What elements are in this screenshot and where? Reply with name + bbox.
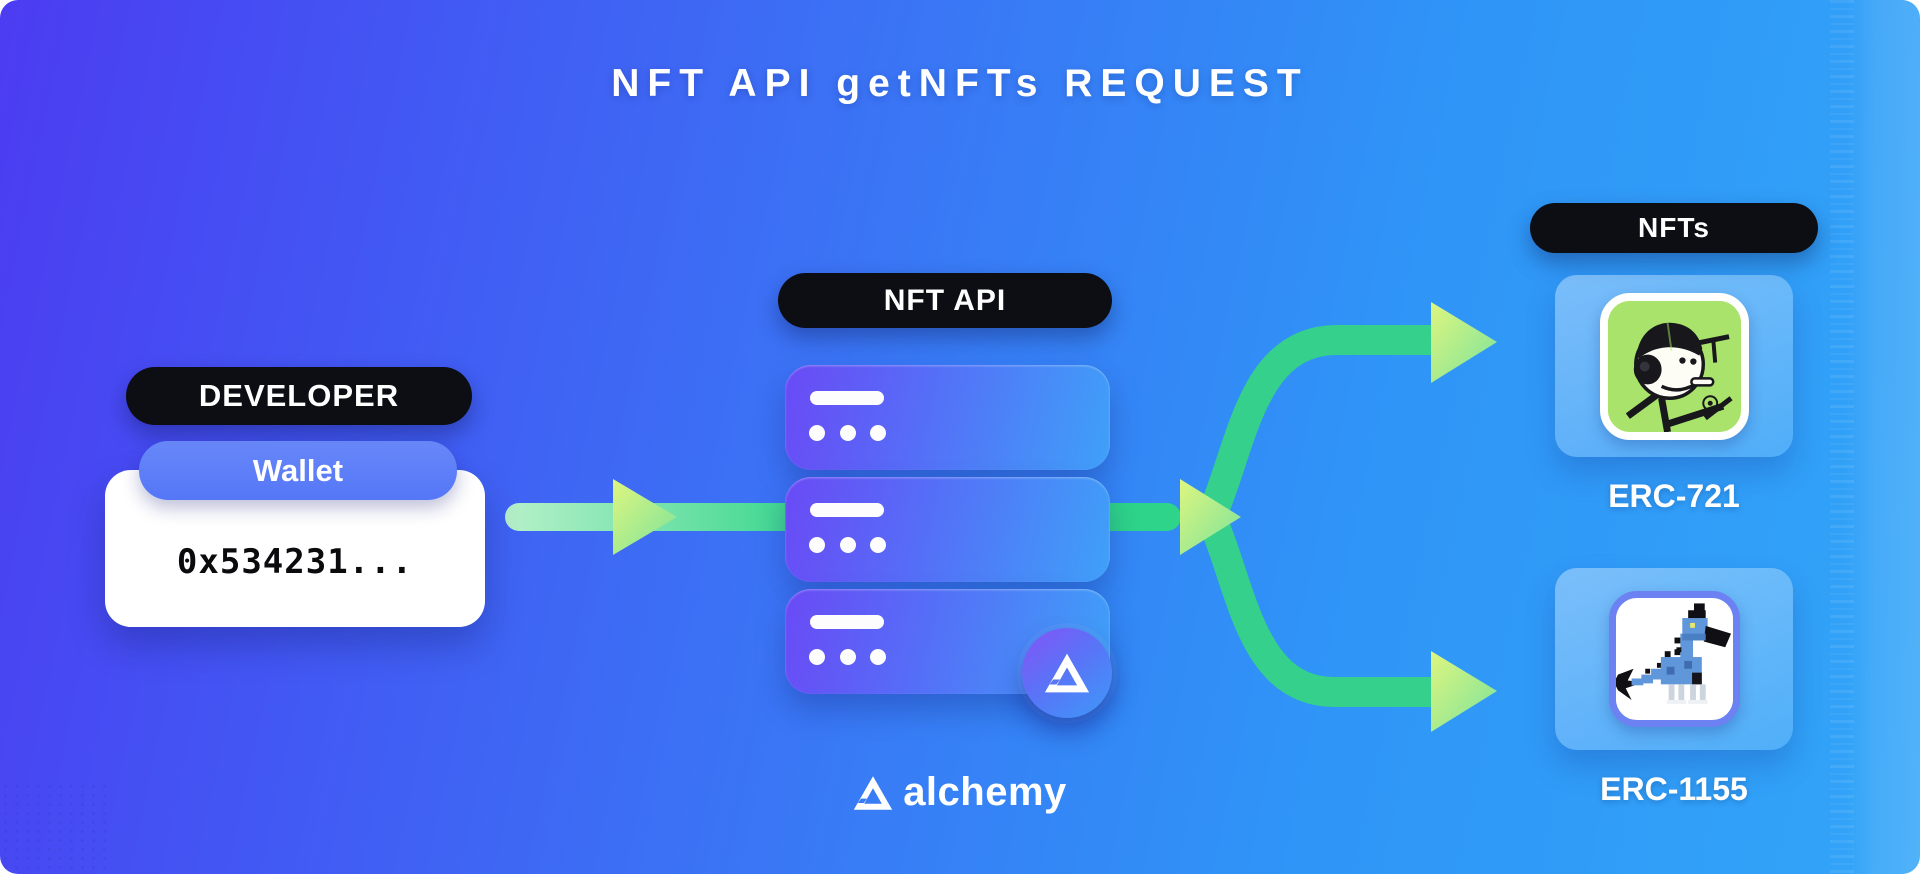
alchemy-logo-badge [1022, 628, 1112, 718]
server-led-dot [840, 537, 856, 553]
alchemy-brand-name: alchemy [903, 770, 1067, 814]
server-led-dot [840, 649, 856, 665]
doodle-pilot-icon [1607, 300, 1741, 432]
doodle-pilot-nft-image [1599, 292, 1749, 440]
erc721-card [1555, 275, 1793, 457]
request-arrowhead-icon [613, 479, 677, 555]
alchemy-wordmark-icon [853, 775, 893, 810]
branch-curve-up [1197, 325, 1442, 524]
alchemy-brand-lockup: alchemy [0, 770, 1920, 815]
page-title: NFT API getNFTs REQUEST [611, 62, 1309, 105]
server-led-dot [870, 425, 886, 441]
alchemy-logo-icon [1044, 653, 1090, 693]
server-slot-bar [810, 615, 884, 629]
pixel-dinosaur-icon [1615, 598, 1733, 720]
branch-curve-down [1197, 510, 1442, 708]
pixel-dinosaur-nft-image [1608, 591, 1740, 727]
server-icon [785, 365, 1110, 470]
paper-texture-edge [1830, 0, 1920, 874]
server-led-dot [809, 537, 825, 553]
nft-api-badge: NFT API [778, 273, 1112, 328]
server-icon [785, 477, 1110, 582]
erc1155-card [1555, 568, 1793, 750]
server-led-dot [809, 425, 825, 441]
erc1155-arrowhead-icon [1431, 651, 1497, 732]
server-led-dot [809, 649, 825, 665]
erc1155-label: ERC-1155 [1600, 771, 1748, 807]
server-slot-bar [810, 503, 884, 517]
server-slot-bar [810, 391, 884, 405]
wallet-pill-label: Wallet [252, 452, 344, 488]
developer-badge-label: DEVELOPER [198, 378, 400, 413]
wallet-pill: Wallet [139, 441, 457, 500]
server-led-dot [840, 425, 856, 441]
halftone-texture [0, 782, 110, 874]
server-led-dot [870, 649, 886, 665]
erc721-label: ERC-721 [1608, 478, 1740, 514]
server-led-dot [870, 537, 886, 553]
nfts-badge-label: NFTs [1638, 212, 1710, 243]
developer-badge: DEVELOPER [126, 367, 472, 425]
nft-api-badge-label: NFT API [883, 283, 1007, 317]
branch-arrowhead-icon [1180, 479, 1241, 555]
wallet-address: 0x534231... [176, 542, 414, 582]
erc721-arrowhead-icon [1431, 302, 1497, 383]
nfts-badge: NFTs [1530, 203, 1818, 253]
